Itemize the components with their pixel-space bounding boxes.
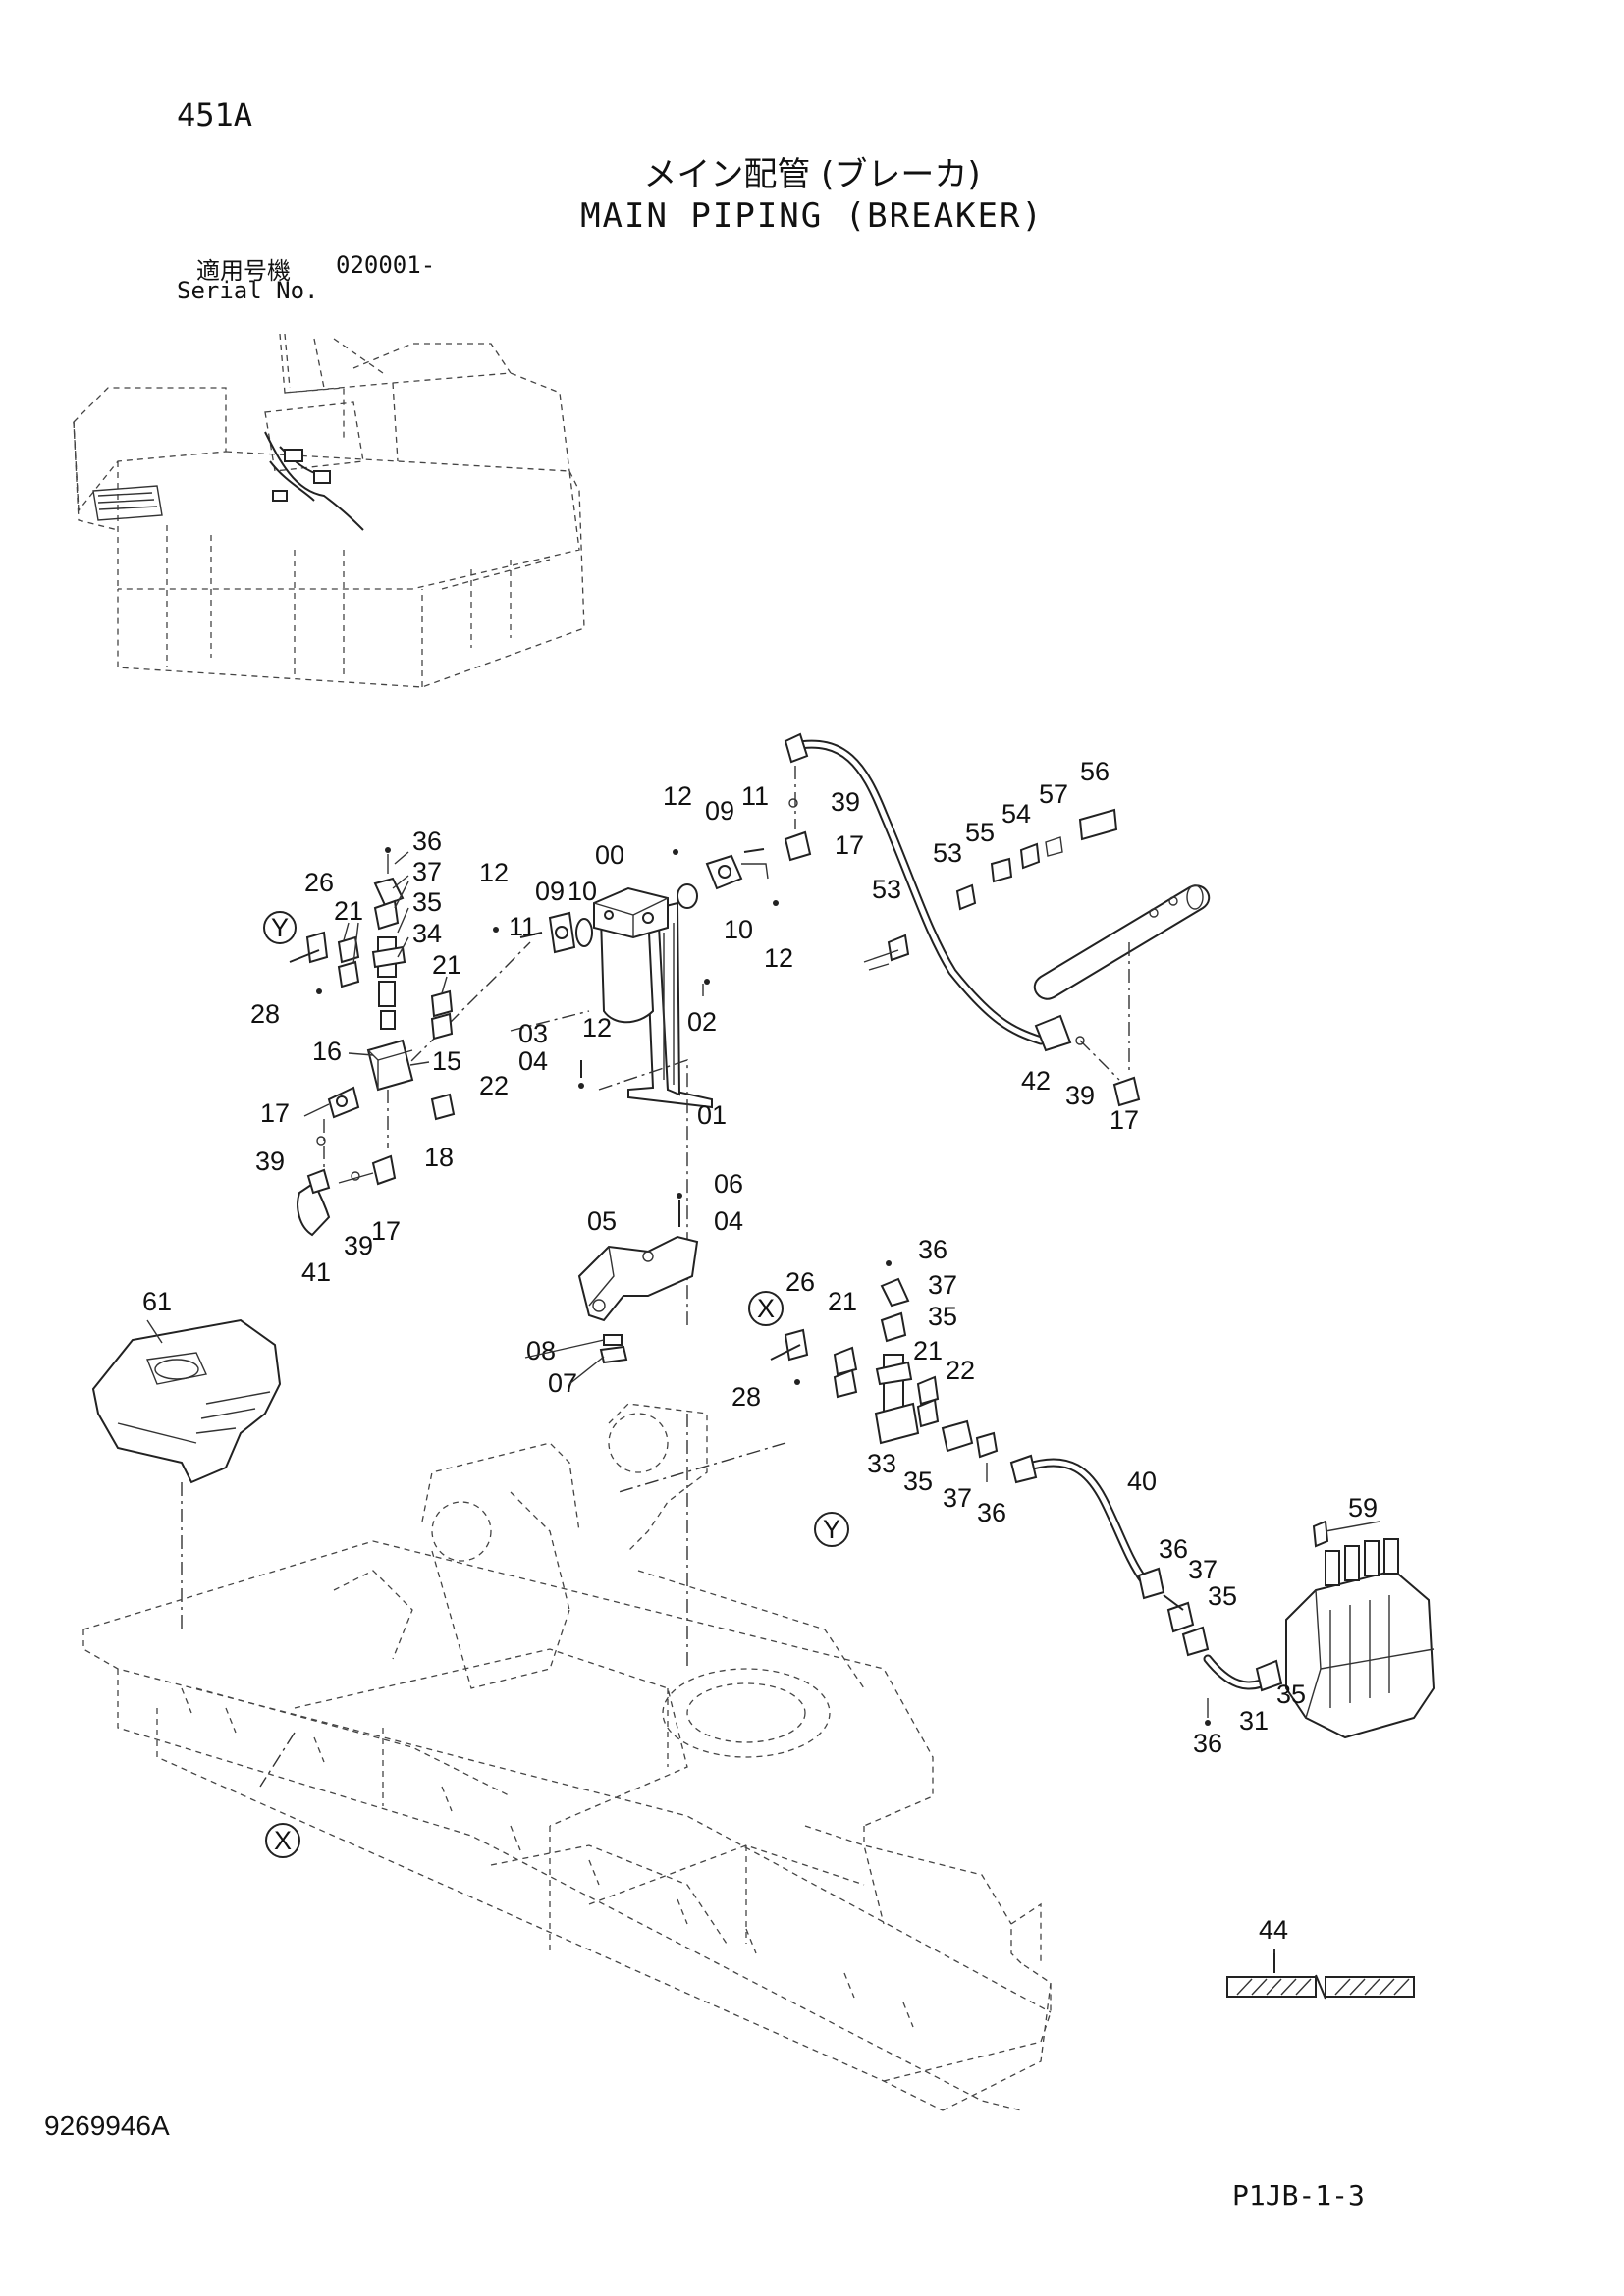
sheet-code: 451A xyxy=(177,96,253,133)
callout-04-b: 04 xyxy=(714,1206,743,1236)
callout-09: 09 xyxy=(535,877,565,906)
callout-28: 28 xyxy=(250,999,280,1029)
machine-overview-illustration xyxy=(73,333,585,688)
callout-37-b: 37 xyxy=(928,1270,957,1300)
callout-34: 34 xyxy=(412,919,442,948)
callout-18: 18 xyxy=(424,1143,454,1172)
callout-02: 02 xyxy=(687,1007,717,1037)
callout-31: 31 xyxy=(1239,1706,1269,1735)
callout-57: 57 xyxy=(1039,779,1068,809)
callout-37-c: 37 xyxy=(943,1483,972,1513)
callout-22: 22 xyxy=(479,1071,509,1100)
callout-10-b: 10 xyxy=(724,915,753,944)
callout-53: 53 xyxy=(933,838,962,868)
callout-numbers: 36 37 35 34 26 21 21 28 16 15 17 39 18 4… xyxy=(142,757,1378,1945)
callout-03: 03 xyxy=(518,1019,548,1048)
callout-21-b: 21 xyxy=(432,950,461,980)
callout-55: 55 xyxy=(965,818,995,847)
callout-39: 39 xyxy=(255,1147,285,1176)
callout-39-b: 39 xyxy=(344,1231,373,1260)
callout-36-e: 36 xyxy=(1193,1729,1222,1758)
callout-35-b: 35 xyxy=(928,1302,957,1331)
view-marker-y-lower: Y xyxy=(814,1512,849,1547)
filter-assembly xyxy=(392,848,779,1669)
callout-61: 61 xyxy=(142,1287,172,1316)
callout-26-b: 26 xyxy=(785,1267,815,1297)
callout-17: 17 xyxy=(260,1098,290,1128)
view-marker-y-label: Y xyxy=(271,913,289,942)
callout-41: 41 xyxy=(301,1257,331,1287)
hose-legend-44 xyxy=(1226,1949,1415,2000)
page-code: P1JB-1-3 xyxy=(1232,2179,1365,2212)
drawing-number: 9269946A xyxy=(44,2110,170,2141)
callout-56: 56 xyxy=(1080,757,1110,786)
callout-12-c: 12 xyxy=(663,781,692,811)
callout-11: 11 xyxy=(509,912,536,941)
callout-01: 01 xyxy=(697,1100,727,1130)
revolving-frame xyxy=(82,1403,1052,2111)
view-marker-x-label: X xyxy=(757,1294,775,1323)
serial-label-english: Serial No. xyxy=(177,277,319,304)
upper-hose-assembly xyxy=(784,732,1211,1107)
left-valve-assembly xyxy=(289,847,456,1237)
callout-12-d: 12 xyxy=(764,943,793,973)
callout-12: 12 xyxy=(479,858,509,887)
callout-17-b: 17 xyxy=(371,1216,401,1246)
control-valve-59 xyxy=(1285,1520,1435,1739)
callout-17-d: 17 xyxy=(1110,1105,1139,1135)
callout-08: 08 xyxy=(526,1336,556,1365)
callout-10: 10 xyxy=(568,877,597,906)
callout-35-c: 35 xyxy=(903,1467,933,1496)
callout-00: 00 xyxy=(595,840,624,870)
callout-07: 07 xyxy=(548,1368,577,1398)
callout-37: 37 xyxy=(412,857,442,886)
serial-value: 020001- xyxy=(336,251,436,279)
callout-44: 44 xyxy=(1259,1915,1288,1945)
callout-21-d: 21 xyxy=(913,1336,943,1365)
callout-16: 16 xyxy=(312,1037,342,1066)
callout-36: 36 xyxy=(412,827,442,856)
view-marker-x-upper: X xyxy=(748,1291,784,1326)
callout-12-b: 12 xyxy=(582,1013,612,1042)
callout-35: 35 xyxy=(412,887,442,917)
view-marker-x-label-2: X xyxy=(274,1826,292,1855)
callout-36-d: 36 xyxy=(1159,1534,1188,1564)
callout-15: 15 xyxy=(432,1046,461,1076)
title-english: MAIN PIPING (BREAKER) xyxy=(580,196,1044,236)
callout-28-b: 28 xyxy=(731,1382,761,1412)
title-japanese: メイン配管 (ブレーカ) xyxy=(643,155,981,194)
callout-21: 21 xyxy=(334,896,363,926)
callout-59: 59 xyxy=(1348,1493,1378,1522)
callout-53-b: 53 xyxy=(872,875,901,904)
view-marker-x-lower: X xyxy=(265,1823,300,1858)
callout-05: 05 xyxy=(587,1206,617,1236)
callout-39-d: 39 xyxy=(1065,1081,1095,1110)
callout-04: 04 xyxy=(518,1046,548,1076)
callout-33: 33 xyxy=(867,1449,896,1478)
callout-22-b: 22 xyxy=(946,1356,975,1385)
callout-17-c: 17 xyxy=(835,830,864,860)
callout-54: 54 xyxy=(1001,799,1031,828)
leader-lines xyxy=(146,851,1380,1953)
callout-42: 42 xyxy=(1021,1066,1051,1095)
callout-36-b: 36 xyxy=(918,1235,947,1264)
callout-06: 06 xyxy=(714,1169,743,1199)
callout-11-b: 11 xyxy=(741,781,769,811)
callout-36-c: 36 xyxy=(977,1498,1006,1527)
callout-35-d: 35 xyxy=(1208,1581,1237,1611)
serial-label-japanese: 適用号機 xyxy=(196,257,291,285)
callout-21-c: 21 xyxy=(828,1287,857,1316)
callout-09-b: 09 xyxy=(705,796,734,826)
callout-26: 26 xyxy=(304,868,334,897)
floor-cover-61 xyxy=(91,1318,282,1629)
callout-35-e: 35 xyxy=(1276,1680,1306,1709)
callout-40: 40 xyxy=(1127,1467,1157,1496)
right-valve-assembly xyxy=(770,1260,1283,1726)
view-marker-y-label-2: Y xyxy=(823,1515,840,1544)
callout-37-d: 37 xyxy=(1188,1555,1218,1584)
view-marker-y-upper: Y xyxy=(263,911,297,944)
callout-39-c: 39 xyxy=(831,787,860,817)
